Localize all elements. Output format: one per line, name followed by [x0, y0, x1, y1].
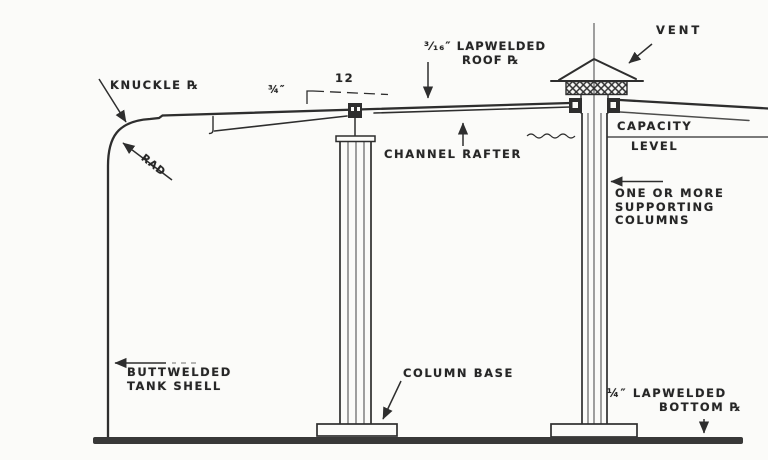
dimension-lines: [306, 90, 389, 104]
vent-neck: [580, 93, 609, 114]
dimension-twelve-inch: 12: [335, 71, 355, 85]
tank-shell-and-roof: [106, 98, 768, 440]
vent-screen: [565, 80, 628, 96]
roof-plate-label-line1: ³⁄₁₆″ LAPWELDED: [424, 39, 547, 53]
tank-shell-label-line2: TANK SHELL: [127, 378, 222, 393]
channel-rafter-label: CHANNEL RAFTER: [384, 147, 522, 161]
rad-leader: [122, 142, 173, 181]
supporting-columns-line2: SUPPORTING: [615, 199, 715, 214]
supporting-columns-label: ONE OR MORE SUPPORTING COLUMNS: [615, 186, 725, 228]
tank-bottom-plate: [93, 437, 743, 444]
tank-shell-label: BUTTWELDED TANK SHELL: [127, 365, 232, 393]
dimension-three-quarter-inch: ¾″: [268, 84, 286, 96]
vent-leader: [628, 43, 653, 64]
bottom-plate-label: ¼″ LAPWELDED BOTTOM ℞: [607, 386, 742, 414]
leader-arrows: [98, 43, 710, 434]
rafter-column-connection: [348, 103, 362, 118]
bottom-plate-label-line2: BOTTOM ℞: [659, 399, 742, 414]
knuckle-leader: [98, 78, 127, 123]
supporting-columns-line3: COLUMNS: [615, 213, 691, 227]
vent-cap: [558, 57, 637, 81]
capacity-label: CAPACITY: [617, 119, 693, 133]
supporting-column-1: [316, 103, 398, 437]
roof-plate-label: ³⁄₁₆″ LAPWELDED ROOF ℞: [424, 39, 547, 67]
vent-assembly: [550, 57, 644, 114]
supporting-columns-line1: ONE OR MORE: [615, 186, 725, 200]
bottom-plate-label-line1: ¼″ LAPWELDED: [607, 386, 727, 400]
vent-label: VENT: [656, 23, 703, 37]
tank-shell-label-line1: BUTTWELDED: [127, 365, 232, 379]
capacity-level-label: LEVEL: [631, 139, 679, 153]
capacity-level-line: [526, 133, 768, 139]
column-base-label: COLUMN BASE: [403, 366, 514, 380]
column-base-plate-2: [550, 423, 638, 438]
column-base-leader: [382, 380, 402, 420]
roof-plate-label-line2: ROOF ℞: [462, 52, 520, 67]
knuckle-radius-label: KNUCKLE ℞: [110, 78, 200, 92]
column-base-plate-1: [316, 423, 398, 437]
